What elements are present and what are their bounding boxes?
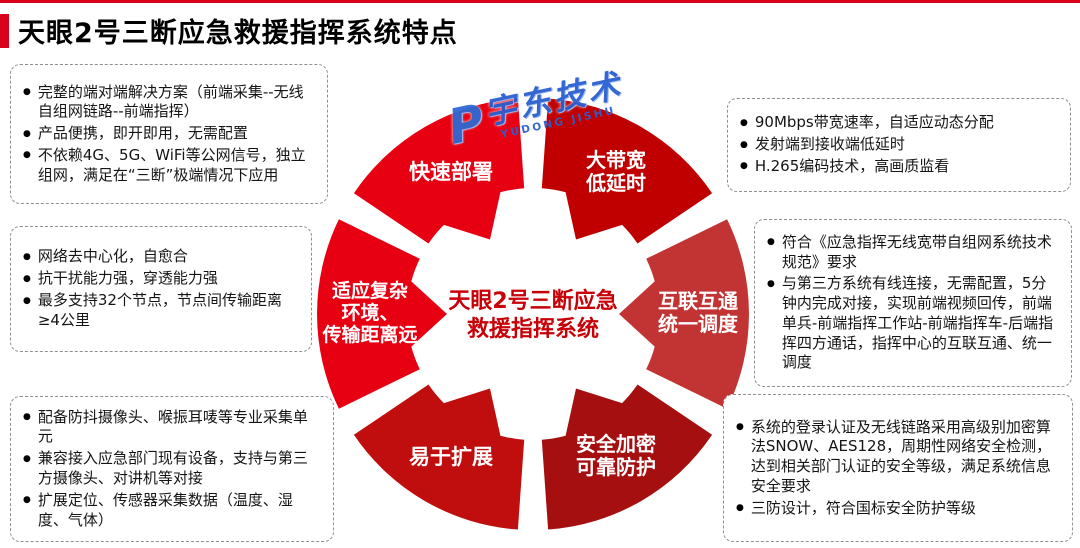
bullet-item: ● 网络去中心化，自愈合 — [23, 247, 299, 267]
bullet-icon: ● — [23, 495, 31, 506]
callout-bullet-list: ● 配备防抖摄像头、喉振耳唛等专业采集单元 ● 兼容接入应急部门现有设备，支持与第三方… — [23, 406, 321, 533]
callout-interconnection: ● 符合《应急指挥无线宽带自组网系统技术规范》要求 ● 与第三方系统有线连接，无需配置… — [754, 219, 1072, 387]
bullet-icon: ● — [23, 273, 31, 284]
bullet-text: 不依赖4G、5G、WiFi等公网信号，独立组网，满足在“三断”极端情况下应用 — [37, 145, 306, 184]
bullet-item: ● 扩展定位、传感器采集数据（温度、湿度、气体） — [23, 491, 321, 531]
bullet-item: ● 完整的端对端解决方案（前端采集--无线自组网链路--前端指挥） — [23, 83, 315, 123]
bullet-text: 90Mbps带宽速率，自适应动态分配 — [754, 113, 994, 132]
wheel-segment-label-expand: 易于扩展 — [409, 445, 493, 469]
bullet-text: 扩展定位、传感器采集数据（温度、湿度、气体） — [37, 490, 293, 529]
bullet-item: ● 抗干扰能力强，穿透能力强 — [23, 269, 299, 289]
wheel-segment-security — [541, 384, 713, 530]
bullet-text: 发射端到接收端低延时 — [754, 135, 905, 154]
bullet-text: 最多支持32个节点，节点间传输距离≥4公里 — [37, 291, 282, 329]
bullet-item: ● 不依赖4G、5G、WiFi等公网信号，独立组网，满足在“三断”极端情况下应用 — [23, 146, 315, 186]
bullet-icon: ● — [736, 422, 744, 432]
bullet-item: ● 最多支持32个节点，节点间传输距离≥4公里 — [23, 291, 299, 331]
wheel-segment-bandwidth — [541, 98, 713, 244]
bullet-text: 符合《应急指挥无线宽带自组网系统技术规范》要求 — [781, 232, 1052, 271]
callout-expandability: ● 配备防抖摄像头、喉振耳唛等专业采集单元 ● 兼容接入应急部门现有设备，支持与第三方… — [10, 396, 334, 542]
callout-bullet-list: ● 网络去中心化，自愈合 ● 抗干扰能力强，穿透能力强 ● 最多支持32个节点，节点间传输… — [23, 245, 299, 332]
bullet-icon: ● — [767, 278, 775, 289]
bullet-icon: ● — [767, 237, 775, 248]
callout-mesh-network: ● 网络去中心化，自愈合 ● 抗干扰能力强，穿透能力强 ● 最多支持32个节点，节点间传输… — [10, 226, 312, 352]
bullet-text: 与第三方系统有线连接，无需配置，5分钟内完成对接，实现前端视频回传，前端单兵-前… — [781, 274, 1054, 372]
bullet-item: ● 与第三方系统有线连接，无需配置，5分钟内完成对接，实现前端视频回传，前端单兵-… — [767, 274, 1059, 373]
wheel-segment-label-interconnect: 互联互通统一调度 — [658, 289, 739, 336]
bullet-icon: ● — [740, 139, 748, 150]
bullet-icon: ● — [23, 295, 31, 306]
callout-bullet-list: ● 系统的登录认证及无线链路采用高级别加密算法SNOW、AES128，周期性网络安… — [736, 416, 1060, 521]
bullet-item: ● 发射端到接收端低延时 — [740, 135, 1058, 155]
page-title: 天眼2号三断应急救援指挥系统特点 — [18, 18, 458, 49]
wheel-segment-rapid-deploy — [353, 98, 525, 244]
bullet-item: ● 三防设计，符合国标安全防护等级 — [736, 499, 1060, 519]
bullet-item: ● 90Mbps带宽速率，自适应动态分配 — [740, 113, 1058, 133]
bullet-item: ● H.265编码技术，高画质监看 — [740, 157, 1058, 177]
bullet-text: 产品便携，即开即用，无需配置 — [37, 124, 248, 143]
bullet-text: 兼容接入应急部门现有设备，支持与第三方摄像头、对讲机等对接 — [37, 449, 308, 487]
bullet-icon: ● — [23, 412, 31, 423]
title-accent-bar — [0, 13, 9, 48]
bullet-text: H.265编码技术，高画质监看 — [754, 156, 950, 175]
bullet-icon: ● — [740, 161, 748, 172]
bullet-text: 三防设计，符合国标安全防护等级 — [750, 498, 976, 517]
bullet-item: ● 系统的登录认证及无线链路采用高级别加密算法SNOW、AES128，周期性网络安… — [736, 418, 1060, 497]
bullet-item: ● 符合《应急指挥无线宽带自组网系统技术规范》要求 — [767, 233, 1059, 273]
wheel-segment-interconnect — [619, 219, 749, 409]
bullet-item: ● 产品便携，即开即用，无需配置 — [23, 124, 315, 144]
callout-bullet-list: ● 符合《应急指挥无线宽带自组网系统技术规范》要求 ● 与第三方系统有线连接，无需配置… — [767, 231, 1059, 376]
bullet-icon: ● — [23, 251, 31, 262]
wheel-segment-label-rapid-deploy: 快速部署 — [409, 160, 493, 184]
wheel-segment-label-bandwidth: 大带宽低延时 — [585, 148, 646, 195]
bullet-icon: ● — [23, 150, 31, 161]
bullet-icon: ● — [23, 128, 31, 139]
top-red-rule — [0, 0, 1080, 3]
wheel-segment-adapt — [317, 219, 447, 409]
bullet-item: ● 配备防抖摄像头、喉振耳唛等专业采集单元 — [23, 408, 321, 448]
bullet-item: ● 兼容接入应急部门现有设备，支持与第三方摄像头、对讲机等对接 — [23, 449, 321, 489]
wheel-center-title: 天眼2号三断应急救援指挥系统 — [448, 288, 617, 342]
bullet-text: 完整的端对端解决方案（前端采集--无线自组网链路--前端指挥） — [37, 82, 304, 121]
wheel-segment-expand — [353, 384, 525, 530]
bullet-icon: ● — [736, 503, 744, 514]
bullet-text: 配备防抖摄像头、喉振耳唛等专业采集单元 — [37, 407, 308, 446]
callout-endtoend-solution: ● 完整的端对端解决方案（前端采集--无线自组网链路--前端指挥） ● 产品便携，即开… — [10, 64, 328, 204]
bullet-icon: ● — [740, 117, 748, 128]
bullet-text: 网络去中心化，自愈合 — [37, 247, 188, 266]
callout-bullet-list: ● 完整的端对端解决方案（前端采集--无线自组网链路--前端指挥） ● 产品便携，即开… — [23, 81, 315, 188]
wheel-segment-label-adapt: 适应复杂环境、传输距离远 — [321, 279, 417, 346]
header: 天眼2号三断应急救援指挥系统特点 — [0, 11, 458, 50]
wheel-segment-label-security: 安全加密可靠防护 — [576, 432, 656, 479]
callout-bandwidth-latency: ● 90Mbps带宽速率，自适应动态分配 ● 发射端到接收端低延时 ● H.265编码技术… — [727, 98, 1071, 192]
bullet-icon: ● — [23, 87, 31, 97]
callout-security: ● 系统的登录认证及无线链路采用高级别加密算法SNOW、AES128，周期性网络安… — [723, 394, 1073, 542]
callout-bullet-list: ● 90Mbps带宽速率，自适应动态分配 ● 发射端到接收端低延时 ● H.265编码技术… — [740, 111, 1058, 178]
bullet-text: 系统的登录认证及无线链路采用高级别加密算法SNOW、AES128，周期性网络安全… — [750, 417, 1052, 495]
bullet-icon: ● — [23, 453, 31, 464]
bullet-text: 抗干扰能力强，穿透能力强 — [37, 269, 218, 288]
